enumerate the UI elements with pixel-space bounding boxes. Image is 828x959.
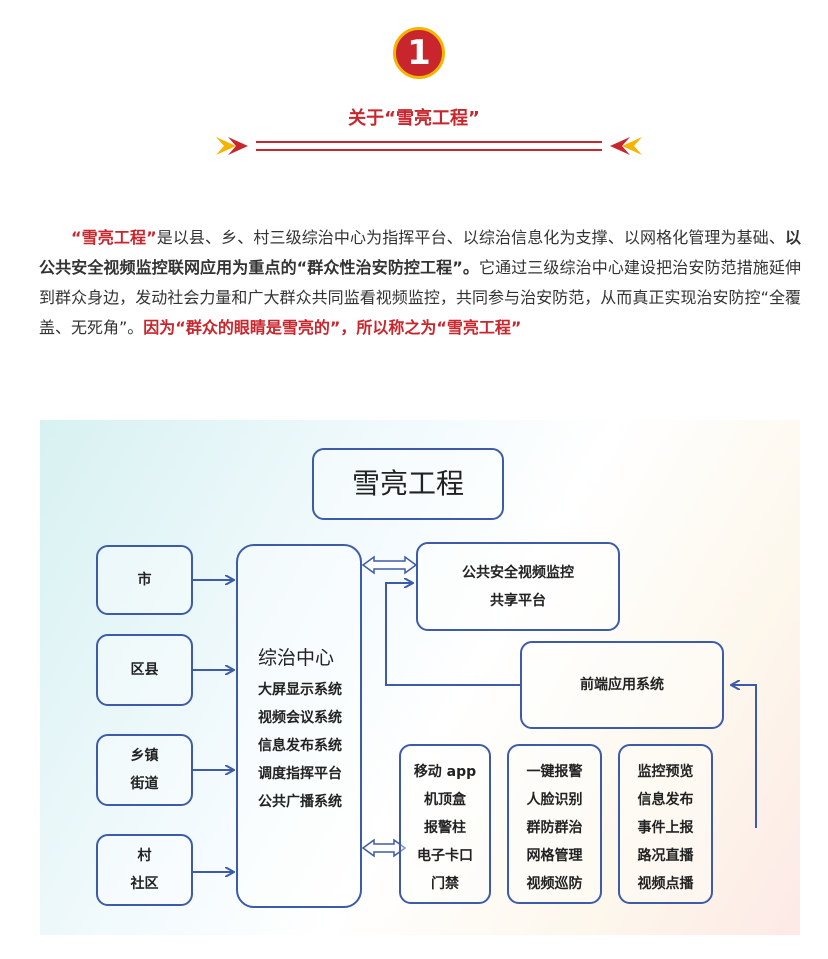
left-arrow-gold-icon (216, 137, 236, 155)
function-item: 视频巡防 (526, 876, 583, 892)
level-label: 村 (137, 848, 152, 864)
platform-line: 公共安全视频监控 (462, 564, 574, 581)
function-item: 群防群治 (526, 820, 583, 836)
level-label: 市 (137, 572, 152, 588)
badge-number: 1 (407, 33, 431, 73)
arrow-apps-to-frontend (732, 685, 757, 828)
video-platform-box: 公共安全视频监控 共享平台 (416, 542, 620, 631)
function-list-box: 一键报警 人脸识别 群防群治 网格管理 视频巡防 (507, 744, 602, 904)
device-item: 机顶盒 (424, 792, 466, 808)
device-item: 门禁 (431, 876, 459, 892)
center-item: 信息发布系统 (258, 738, 342, 754)
level-box-city: 市 (96, 545, 193, 615)
device-item: 报警柱 (424, 820, 466, 836)
platform-line: 共享平台 (490, 592, 546, 609)
intro-red-term: “雪亮工程” (71, 228, 157, 247)
right-arrow-red-icon (610, 137, 630, 155)
center-item: 视频会议系统 (258, 710, 342, 726)
intro-text-2: 它通过三级综治中心建设把治安防范措施延伸到群众身边，发动社会力量和广大群众共同监… (39, 258, 801, 337)
function-item: 人脸识别 (526, 792, 583, 808)
section-title: 关于“雪亮工程” (348, 108, 480, 129)
intro-text-1: 是以县、乡、村三级综治中心为指挥平台、以综治信息化为支撑、以网格化管理为基础、 (156, 228, 785, 247)
service-item: 信息发布 (637, 792, 694, 808)
double-arrow-platform-icon (361, 555, 418, 575)
level-box-town: 乡镇 街道 (96, 734, 193, 806)
center-item: 大屏显示系统 (258, 682, 342, 698)
left-arrow-red-icon (228, 137, 248, 155)
diagram-arrows (193, 555, 757, 935)
frontend-label: 前端应用系统 (580, 677, 664, 693)
service-item: 监控预览 (637, 764, 694, 780)
xueliang-diagram: 雪亮工程 市 区县 乡镇 街道 村 社区 综治中心 大屏显示系统 视频会议系统 … (40, 420, 800, 935)
center-title: 综治中心 (258, 647, 335, 669)
device-item: 移动 app (413, 764, 477, 780)
center-item: 调度指挥平台 (258, 766, 342, 782)
device-item: 电子卡口 (417, 848, 473, 864)
section-number-badge: 1 (393, 27, 445, 79)
service-item: 事件上报 (637, 820, 694, 836)
right-arrow-gold-icon (622, 137, 642, 155)
level-label: 区县 (130, 662, 159, 678)
intro-red-conclusion: 因为“群众的眼睛是雪亮的”，所以称之为“雪亮工程” (143, 318, 522, 337)
level-box-county: 区县 (96, 634, 193, 706)
service-item: 路况直播 (637, 848, 694, 864)
center-item: 公共广播系统 (258, 794, 342, 810)
intro-bold-text: 以公共安全视频监控联网应用为重点的“群众性治安防控工程”。 (39, 228, 801, 277)
diagram-title: 雪亮工程 (351, 467, 464, 500)
intro-paragraph: “雪亮工程”是以县、乡、村三级综治中心为指挥平台、以综治信息化为支撑、以网格化管… (39, 223, 801, 343)
frontend-system-box: 前端应用系统 (520, 641, 724, 729)
service-item: 视频点播 (637, 876, 694, 892)
level-label: 乡镇 (130, 748, 159, 764)
double-arrow-devices-icon (361, 838, 407, 858)
comprehensive-center-box: 综治中心 大屏显示系统 视频会议系统 信息发布系统 调度指挥平台 公共广播系统 (236, 544, 362, 908)
diagram-title-box: 雪亮工程 (312, 448, 504, 520)
level-box-village: 村 社区 (96, 834, 193, 906)
title-decoration (216, 137, 642, 155)
service-list-box: 监控预览 信息发布 事件上报 路况直播 视频点播 (618, 744, 713, 904)
function-item: 网格管理 (526, 848, 583, 864)
arrow-frontend-to-platform (385, 583, 520, 686)
function-item: 一键报警 (526, 764, 583, 780)
device-list-box: 移动 app 机顶盒 报警柱 电子卡口 门禁 (399, 744, 491, 904)
level-label: 街道 (130, 776, 159, 792)
level-label: 社区 (130, 876, 159, 892)
